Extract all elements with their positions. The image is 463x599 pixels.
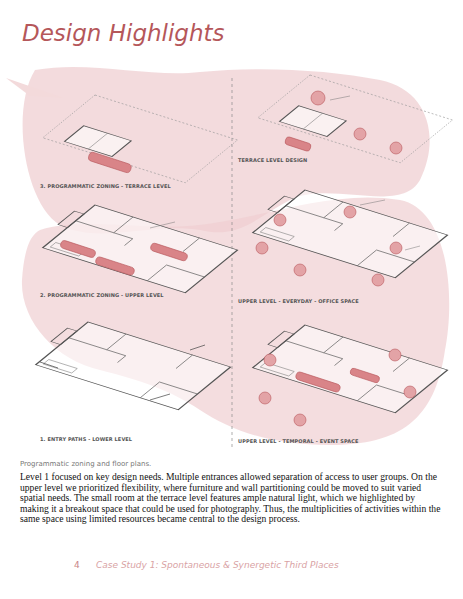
plan-label: UPPER LEVEL - TEMPORAL - EVENT SPACE xyxy=(238,438,359,444)
running-footer: Case Study 1: Spontaneous & Synergetic T… xyxy=(96,560,339,570)
figure-caption: Programmatic zoning and floor plans. xyxy=(20,460,151,468)
body-text: Level 1 focused on key design needs. Mul… xyxy=(20,472,444,525)
page-number: 4 xyxy=(74,560,80,570)
plan-label: 2. PROGRAMMATIC ZONING - UPPER LEVEL xyxy=(40,292,164,298)
plan-label: TERRACE LEVEL DESIGN xyxy=(238,157,307,163)
plan-label: 1. ENTRY PATHS - LOWER LEVEL xyxy=(40,436,132,442)
plan-label: 3. PROGRAMMATIC ZONING - TERRACE LEVEL xyxy=(40,183,171,189)
plan-label: UPPER LEVEL - EVERYDAY - OFFICE SPACE xyxy=(238,298,359,304)
page-title: Design Highlights xyxy=(22,20,225,46)
